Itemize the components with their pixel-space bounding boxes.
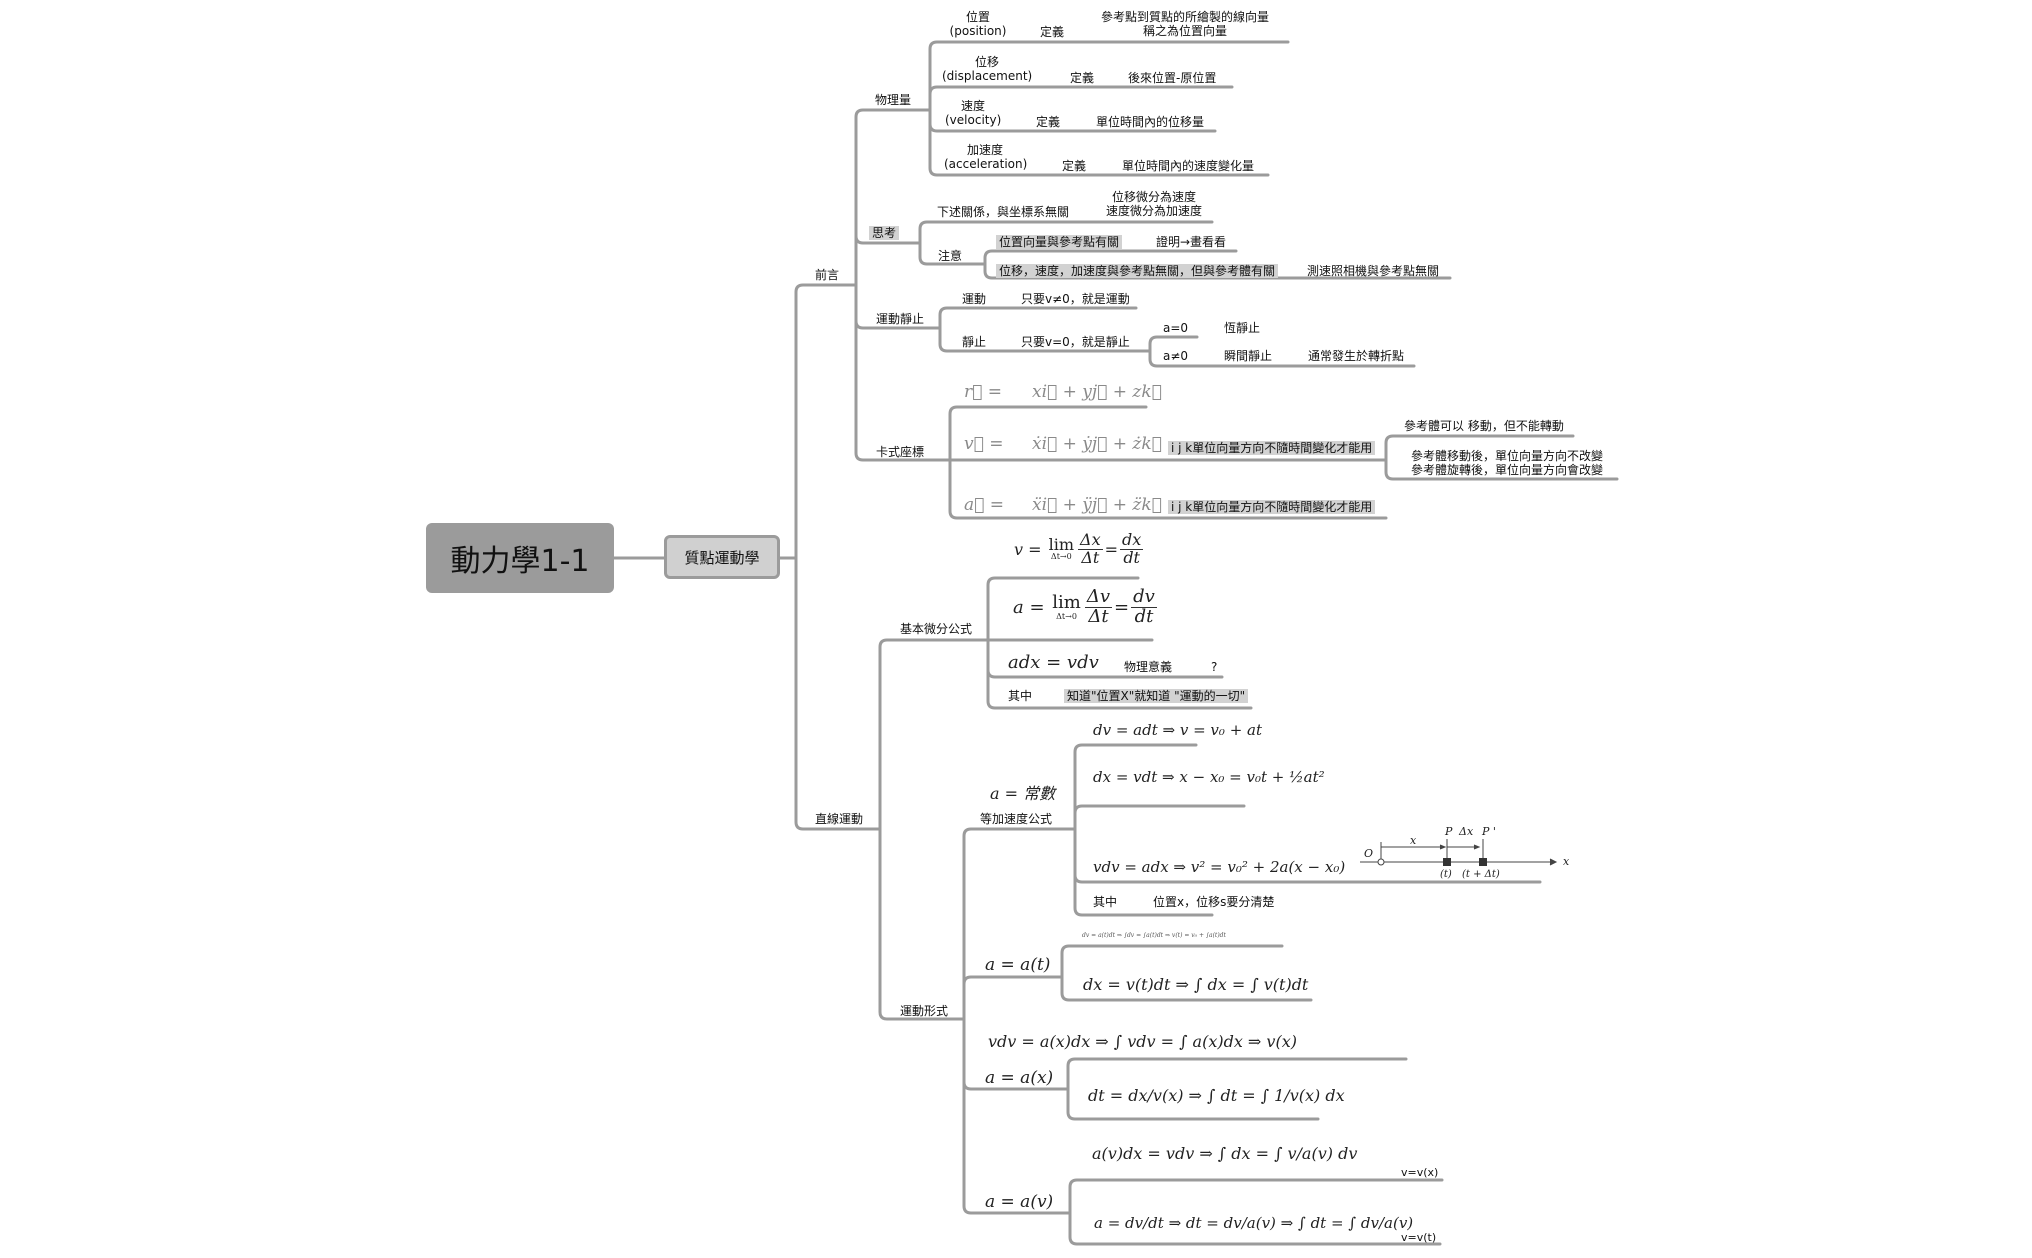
const-accel-condition: a = 常數 xyxy=(990,784,1056,803)
node-physical-quantities[interactable]: 物理量 xyxy=(875,93,912,107)
r-vector-lhs: r⃗ = xyxy=(964,382,1002,402)
node-cartesian[interactable]: 卡式座標 xyxy=(876,445,925,459)
node-displacement[interactable]: 位移 (displacement) xyxy=(942,55,1032,83)
thinking-relation[interactable]: 下述關係，與坐標系無關 xyxy=(937,205,1070,219)
velocity-en: (velocity) xyxy=(945,113,1002,127)
motion-rule: 只要v≠0，就是運動 xyxy=(1021,292,1130,306)
position-en: (position) xyxy=(949,24,1007,38)
a-nonzero-result: 瞬間靜止 xyxy=(1224,349,1273,363)
diagram-t2: (t + Δt) xyxy=(1462,869,1500,880)
ijk-note-acceleration[interactable]: i j k單位向量方向不隨時間變化才能用 xyxy=(1168,500,1376,514)
among-value-basic: 知道"位置X"就知道 "運動的一切" xyxy=(1064,689,1249,703)
displacement-name: 位移 xyxy=(974,55,999,69)
a-zero-result: 恆靜止 xyxy=(1224,321,1261,335)
root-topic-label: 動力學1-1 xyxy=(450,544,590,579)
main-topic-label: 質點運動學 xyxy=(684,548,760,567)
displacement-en: (displacement) xyxy=(942,69,1033,83)
cond-a-of-t[interactable]: a = a(t) xyxy=(985,955,1051,975)
node-a-nonzero[interactable]: a≠0 xyxy=(1163,349,1189,363)
node-acceleration[interactable]: 加速度 (acceleration) xyxy=(944,143,1028,171)
a-t-formula-small: dv = a(t)dt ⇒ ∫dv = ∫a(t)dt ⇒ v(t) = v₀ … xyxy=(1082,932,1226,939)
position-diagram: O x P Δx P ' x (t) (t + Δt) xyxy=(1360,825,1590,880)
meaning-label[interactable]: 物理意義 xyxy=(1124,660,1173,674)
among-value-const: 位置x，位移s要分清楚 xyxy=(1153,895,1275,909)
position-name: 位置 xyxy=(965,10,990,24)
v-vector-rhs: ẋi⃗ + ẏj⃗ + żk⃗ xyxy=(1032,434,1162,454)
position-def-line1: 參考點到質點的所繪製的線向量 xyxy=(1100,10,1269,24)
velocity-definition: 單位時間內的位移量 xyxy=(1096,115,1205,129)
position-axis-icon xyxy=(1360,839,1558,866)
node-basic-formulas[interactable]: 基本微分公式 xyxy=(900,622,973,636)
const-formula-3: vdv = adx ⇒ v² = v₀² + 2a(x − x₀) xyxy=(1093,858,1346,876)
root-topic[interactable]: 動力學1-1 xyxy=(426,523,614,593)
relation-detail-2: 速度微分為加速度 xyxy=(1105,204,1202,218)
displacement-rel: 定義 xyxy=(1070,71,1095,85)
position-definition: 參考點到質點的所繪製的線向量 稱之為位置向量 xyxy=(1095,10,1275,38)
const-formula-1: dv = adt ⇒ v = v₀ + at xyxy=(1093,721,1262,739)
diagram-axis: x xyxy=(1563,855,1570,868)
node-note[interactable]: 注意 xyxy=(938,249,963,263)
note-position-vector[interactable]: 位置向量與參考點有關 xyxy=(996,235,1123,249)
thinking-relation-detail: 位移微分為速度 速度微分為加速度 xyxy=(1104,190,1204,218)
meaning-value: ? xyxy=(1211,660,1218,674)
a-vector-lhs: a⃗ = xyxy=(964,495,1004,515)
a-v-formula-1: a(v)dx = vdv ⇒ ∫ dx = ∫ v/a(v) dv xyxy=(1092,1144,1358,1163)
const-formula-2: dx = vdt ⇒ x − x₀ = v₀t + ½at² xyxy=(1093,768,1325,786)
velocity-name: 速度 xyxy=(960,99,985,113)
a-vector-rhs: ẍi⃗ + ÿj⃗ + z̈k⃗ xyxy=(1032,495,1162,515)
position-rel: 定義 xyxy=(1040,25,1065,39)
diagram-p-prime: P ' xyxy=(1482,825,1496,838)
node-a-zero[interactable]: a=0 xyxy=(1163,321,1189,335)
relation-detail-1: 位移微分為速度 xyxy=(1111,190,1196,204)
branch-intro[interactable]: 前言 xyxy=(815,268,840,282)
main-topic-kinematics[interactable]: 質點運動學 xyxy=(664,535,780,579)
diagram-p: P xyxy=(1445,825,1453,838)
node-position[interactable]: 位置 (position) xyxy=(948,10,1008,38)
note-displacement-detail: 測速照相機與參考點無關 xyxy=(1307,264,1440,278)
ref-body-detail-1: 參考體移動後，單位向量方向不改變 xyxy=(1410,449,1603,463)
branch-linear-motion[interactable]: 直線運動 xyxy=(815,812,864,826)
ref-body-detail: 參考體移動後，單位向量方向不改變 參考體旋轉後，單位向量方向會改變 xyxy=(1400,449,1614,477)
acceleration-en: (acceleration) xyxy=(944,157,1028,171)
r-vector-rhs: xi⃗ + yj⃗ + zk⃗ xyxy=(1032,382,1162,402)
node-rest[interactable]: 靜止 xyxy=(962,335,987,349)
ijk-note-velocity[interactable]: i j k單位向量方向不隨時間變化才能用 xyxy=(1168,441,1376,455)
note-displacement-velocity[interactable]: 位移，速度，加速度與參考點無關，但與參考體有關 xyxy=(996,264,1279,278)
cond-a-of-x[interactable]: a = a(x) xyxy=(985,1068,1054,1088)
node-motion[interactable]: 運動 xyxy=(962,292,987,306)
node-motion-forms[interactable]: 運動形式 xyxy=(900,1004,949,1018)
a-v-formula-1-note: v=v(x) xyxy=(1401,1166,1439,1179)
node-const-accel[interactable]: 等加速度公式 xyxy=(980,812,1053,826)
node-motion-rest[interactable]: 運動靜止 xyxy=(876,312,925,326)
acceleration-definition: 單位時間內的速度變化量 xyxy=(1122,159,1255,173)
acceleration-rel: 定義 xyxy=(1062,159,1087,173)
rest-rule: 只要v=0，就是靜止 xyxy=(1021,335,1130,349)
diagram-origin: O xyxy=(1364,847,1374,860)
a-t-formula-1: dx = v(t)dt ⇒ ∫ dx = ∫ v(t)dt xyxy=(1083,975,1309,994)
a-v-formula-2: a = dv/dt ⇒ dt = dv/a(v) ⇒ ∫ dt = ∫ dv/a… xyxy=(1094,1214,1414,1232)
displacement-definition: 後來位置-原位置 xyxy=(1128,71,1217,85)
node-velocity[interactable]: 速度 (velocity) xyxy=(945,99,1001,127)
ref-body-detail-2: 參考體旋轉後，單位向量方向會改變 xyxy=(1410,463,1603,477)
a-x-formula-1: vdv = a(x)dx ⇒ ∫ vdv = ∫ a(x)dx ⇒ v(x) xyxy=(988,1032,1297,1051)
among-label-const[interactable]: 其中 xyxy=(1093,895,1118,909)
v-vector-lhs: v⃗ = xyxy=(964,434,1004,454)
node-thinking[interactable]: 思考 xyxy=(869,226,900,240)
note-position-vector-detail: 證明→畫看看 xyxy=(1156,235,1227,249)
among-label-basic[interactable]: 其中 xyxy=(1008,689,1033,703)
position-def-line2: 稱之為位置向量 xyxy=(1142,24,1227,38)
ref-body-move[interactable]: 參考體可以 移動，但不能轉動 xyxy=(1404,419,1564,433)
acceleration-name: 加速度 xyxy=(966,143,1003,157)
cond-a-of-v[interactable]: a = a(v) xyxy=(985,1192,1054,1212)
a-nonzero-note: 通常發生於轉折點 xyxy=(1308,349,1405,363)
a-v-formula-2-note: v=v(t) xyxy=(1401,1231,1437,1244)
formula-adx-vdv: adx = vdv xyxy=(1008,652,1099,673)
velocity-rel: 定義 xyxy=(1036,115,1061,129)
diagram-dx: Δx xyxy=(1459,825,1474,838)
a-x-formula-2: dt = dx/v(x) ⇒ ∫ dt = ∫ 1/v(x) dx xyxy=(1088,1086,1345,1105)
diagram-x: x xyxy=(1410,834,1417,847)
diagram-t1: (t) xyxy=(1440,869,1452,880)
